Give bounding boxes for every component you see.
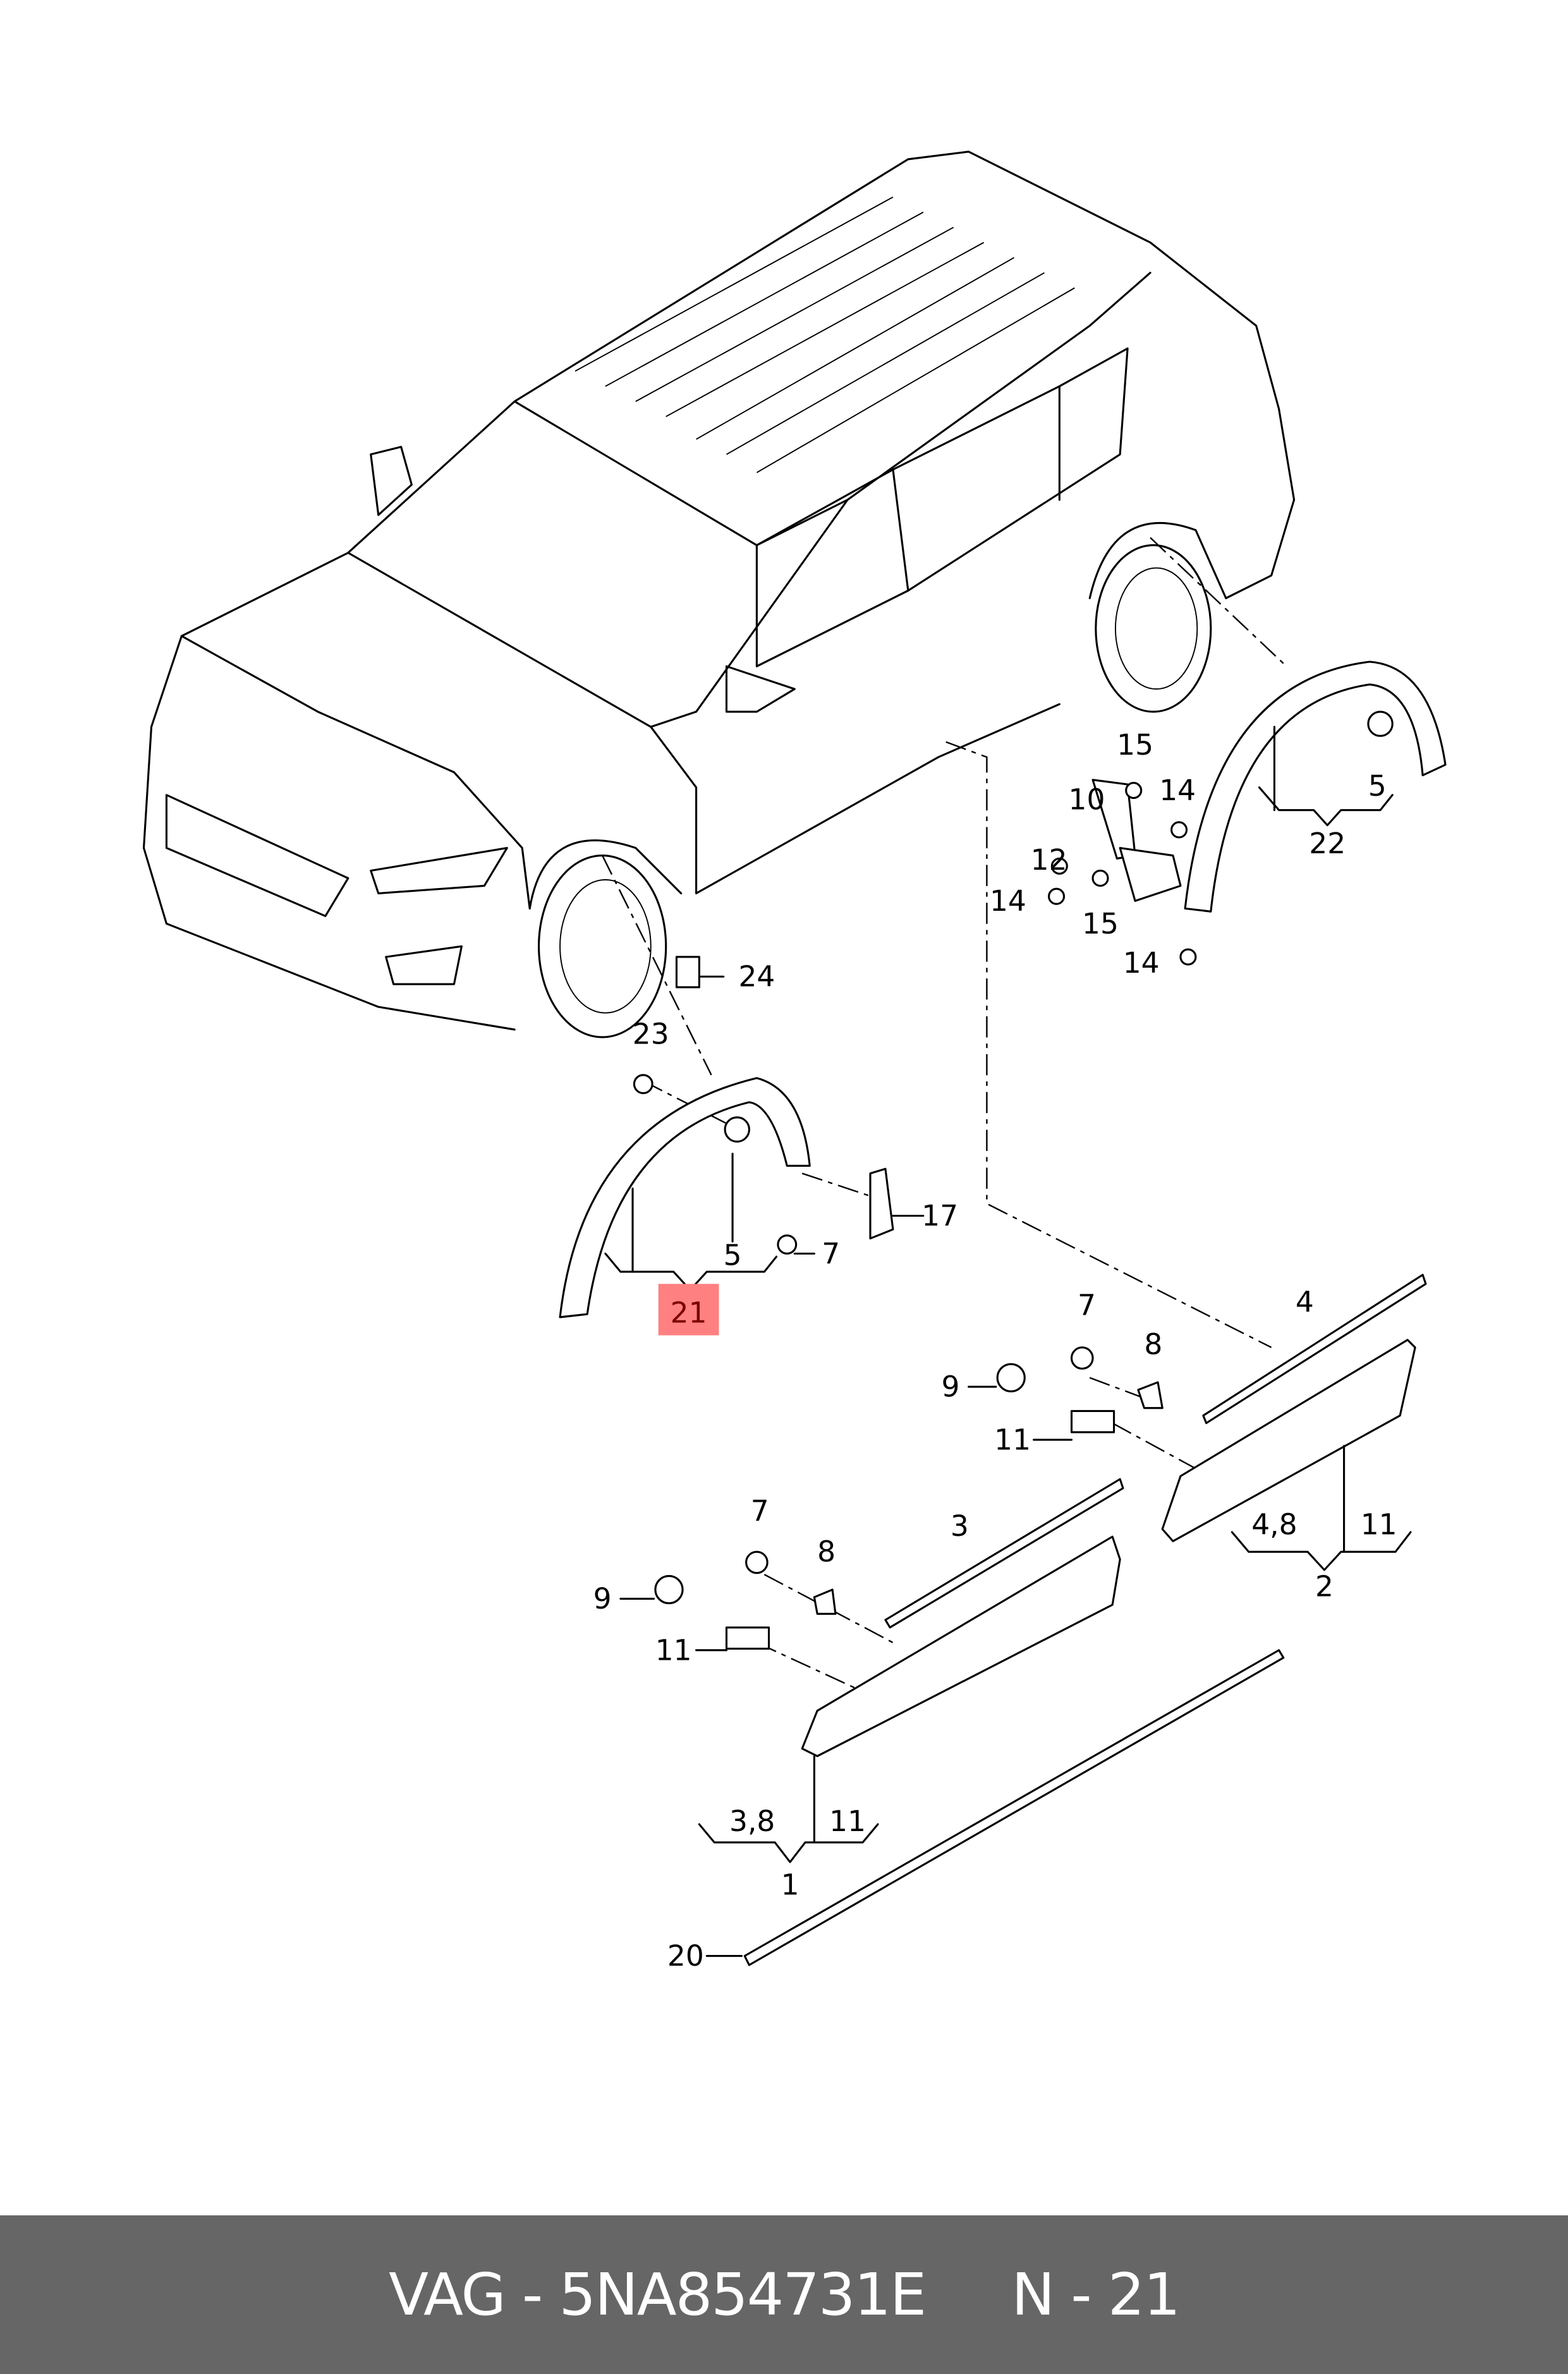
- callout-7: 7: [1078, 1288, 1096, 1322]
- strip-4: [1202, 1274, 1427, 1425]
- callout-11: 11: [1361, 1508, 1397, 1542]
- bolt-23: [633, 1074, 653, 1095]
- sill-trim-rear: [1161, 1339, 1416, 1542]
- clip-9a: [996, 1363, 1026, 1392]
- callout-9: 9: [593, 1582, 612, 1616]
- callout-17: 17: [921, 1199, 958, 1233]
- position-prefix: N: [1011, 2261, 1055, 2328]
- callout-3: 3: [951, 1509, 969, 1543]
- footer-bar: VAG - 5NA854731E N - 21: [0, 2215, 1568, 2374]
- callout-10: 10: [1069, 782, 1105, 816]
- vehicle-illustration: [142, 150, 1296, 1038]
- callout-1: 1: [781, 1868, 799, 1901]
- bracket-center: [1119, 847, 1182, 902]
- strip-20: [743, 1649, 1285, 1966]
- callout-11: 11: [829, 1805, 866, 1838]
- callout-12: 12: [1031, 843, 1067, 877]
- callout-9: 9: [941, 1370, 959, 1404]
- callout-2: 2: [1315, 1570, 1334, 1604]
- callout-15: 15: [1082, 907, 1119, 940]
- strip-3: [884, 1478, 1124, 1629]
- clip-5a: [724, 1116, 750, 1143]
- clip-11a: [1070, 1409, 1115, 1434]
- callout-20: 20: [667, 1939, 704, 1973]
- sill-trim-front: [801, 1535, 1121, 1757]
- clip-7b: [745, 1550, 769, 1574]
- separator: -: [504, 2261, 559, 2328]
- callout-7: 7: [822, 1237, 840, 1270]
- wheel-arch-rear: [1184, 660, 1447, 913]
- clip-8b: [813, 1588, 837, 1615]
- callout-4: 4: [1296, 1286, 1314, 1319]
- callout-4-8: 4,8: [1251, 1508, 1297, 1542]
- callout-14: 14: [990, 884, 1026, 918]
- callout-22: 22: [1309, 827, 1346, 860]
- clip-11b: [725, 1626, 770, 1650]
- callout-15: 15: [1117, 728, 1153, 762]
- callout-5: 5: [1368, 769, 1387, 803]
- clip-7a: [1070, 1346, 1094, 1370]
- separator: -: [1054, 2261, 1108, 2328]
- part-number: 5NA854731E: [559, 2261, 927, 2328]
- callout-23: 23: [633, 1018, 669, 1051]
- callout-labels: 15 10 14 12 14 15 14 22 5 24 23 17 5 7 2…: [593, 728, 1397, 1973]
- screw-7: [777, 1234, 798, 1255]
- clip-5b: [1367, 710, 1394, 737]
- callout-3-8: 3,8: [729, 1805, 775, 1838]
- callout-24: 24: [738, 960, 775, 994]
- callout-7: 7: [751, 1494, 769, 1528]
- parts: [559, 660, 1447, 1966]
- callout-14: 14: [1159, 774, 1196, 807]
- callout-11: 11: [655, 1633, 692, 1667]
- callout-11: 11: [994, 1423, 1031, 1456]
- callout-21-highlighted: 21: [671, 1296, 707, 1329]
- callout-8: 8: [817, 1535, 836, 1569]
- position-number: 21: [1107, 2261, 1181, 2328]
- bracket-17: [869, 1167, 894, 1239]
- highlight-box-21: [658, 1284, 719, 1336]
- clip-24: [675, 956, 700, 989]
- wheel-arch-front: [559, 1077, 811, 1318]
- clip-8a: [1137, 1381, 1164, 1409]
- label-connectors: [604, 726, 1412, 1957]
- spacer: [925, 2261, 1011, 2328]
- brand: VAG: [389, 2261, 506, 2328]
- callout-8: 8: [1144, 1328, 1162, 1361]
- callout-5: 5: [724, 1238, 742, 1272]
- clip-9b: [654, 1574, 684, 1605]
- callout-14: 14: [1123, 946, 1160, 980]
